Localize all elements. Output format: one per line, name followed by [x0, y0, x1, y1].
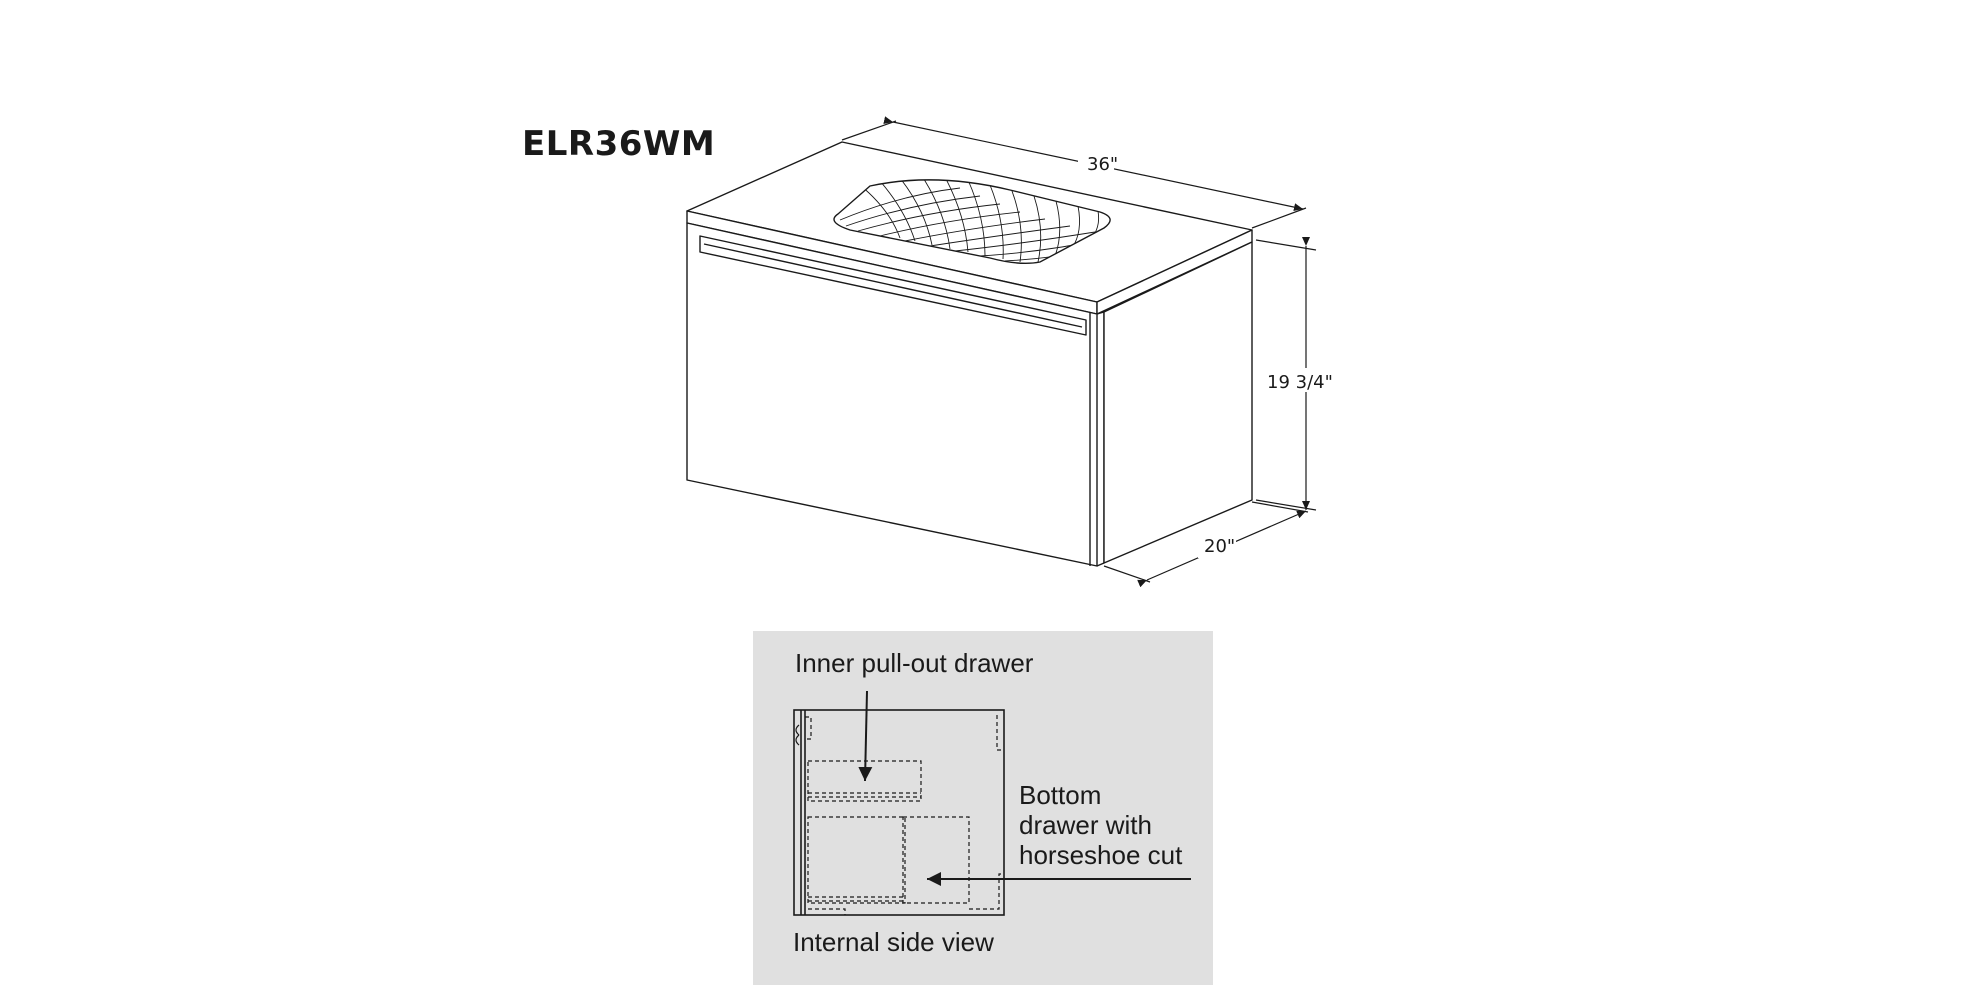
internal-view-caption: Internal side view — [793, 927, 994, 957]
dimension-height-label: 19 3/4" — [1267, 372, 1333, 393]
cabinet-side — [1103, 241, 1253, 564]
handle-groove — [699, 235, 1087, 336]
inner-drawer-label: Inner pull-out drawer — [795, 648, 1034, 678]
internal-side-view-diagram — [793, 690, 1191, 916]
dimension-depth-label: 20" — [1204, 536, 1235, 557]
bottom-drawer-label-line-3: horseshoe cut — [1019, 840, 1183, 870]
bottom-drawer-label-line-1: Bottom — [1019, 780, 1102, 810]
bottom-drawer-label-line-2: drawer with — [1019, 810, 1152, 840]
model-title: ELR36WM — [522, 124, 716, 164]
dimension-width-label: 36" — [1087, 154, 1118, 175]
internal-view-panel: Inner pull-out drawer — [753, 631, 1213, 985]
